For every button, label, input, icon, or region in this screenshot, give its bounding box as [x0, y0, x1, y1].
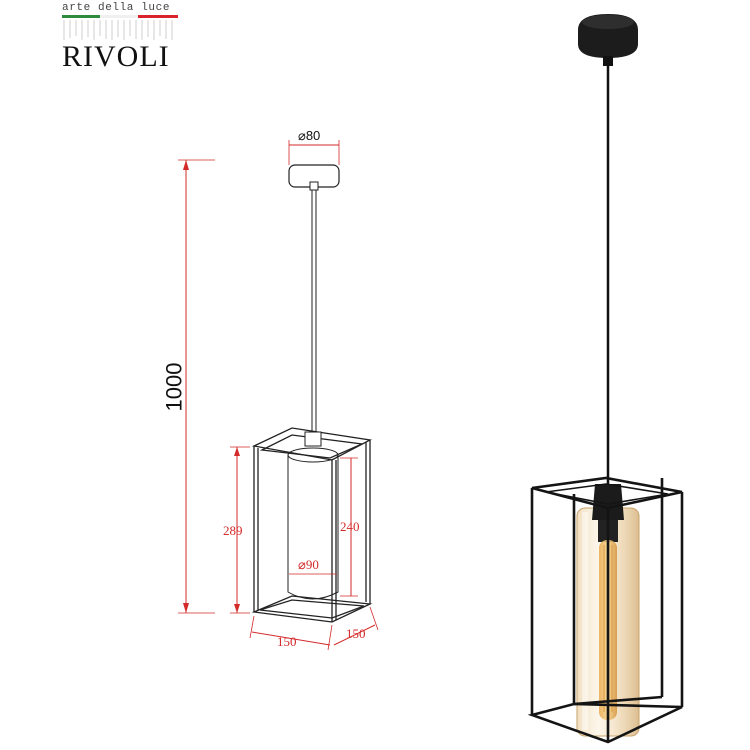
product-render [527, 14, 684, 744]
technical-drawing [178, 140, 379, 651]
frame-height-label: 289 [223, 523, 243, 538]
frame-width-label: 150 [277, 634, 297, 649]
lamp-socket [592, 484, 624, 520]
shade-diameter-label: ⌀90 [298, 557, 319, 572]
brand-tagline: arte della luce [62, 2, 171, 14]
canopy-diameter-label: ⌀80 [298, 128, 321, 143]
brand-logo: RIVOLI [62, 40, 170, 73]
frame-depth-label: 150 [346, 626, 366, 641]
brand-flag-stripe [62, 15, 178, 18]
metal-frame [527, 476, 684, 744]
shade-height-label: 240 [340, 519, 360, 534]
shade-drawing [287, 431, 339, 600]
total-height-label: 1000 [161, 362, 187, 412]
brand-curtain-lines [63, 20, 173, 40]
